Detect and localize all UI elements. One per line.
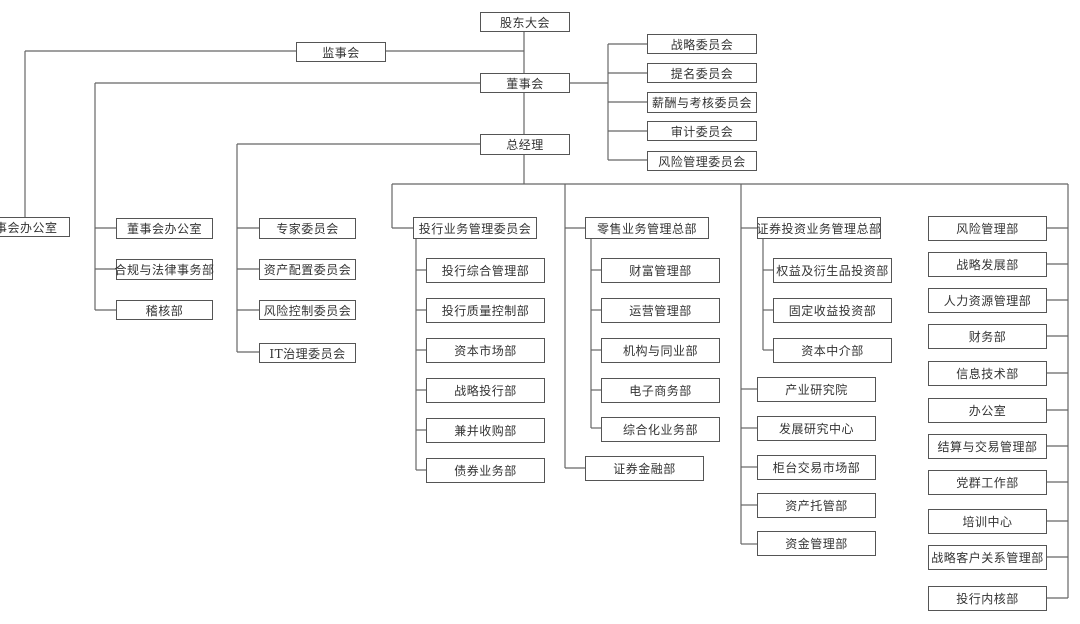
node-supervisory-office: 监事会办公室 xyxy=(0,217,70,237)
node-securities-extra: 资金管理部 xyxy=(757,531,876,556)
node-board-committee: 风险管理委员会 xyxy=(647,151,757,171)
node-retail-extra: 证券金融部 xyxy=(585,456,704,481)
node-gm-committee: 资产配置委员会 xyxy=(259,259,356,280)
node-securities-head: 证券投资业务管理总部 xyxy=(757,217,881,239)
node-securities-extra: 发展研究中心 xyxy=(757,416,876,441)
node-board-unit: 稽核部 xyxy=(116,300,213,320)
node-board-committee: 审计委员会 xyxy=(647,121,757,141)
node-support-dept: 战略发展部 xyxy=(928,252,1047,277)
node-ib-unit: 战略投行部 xyxy=(426,378,545,403)
node-support-dept: 财务部 xyxy=(928,324,1047,349)
node-support-dept: 人力资源管理部 xyxy=(928,288,1047,313)
node-retail-unit: 综合化业务部 xyxy=(601,417,720,442)
node-board-unit: 合规与法律事务部 xyxy=(115,259,214,280)
node-shareholders: 股东大会 xyxy=(480,12,570,32)
node-board-unit: 董事会办公室 xyxy=(116,218,213,239)
node-ib-unit: 投行质量控制部 xyxy=(426,298,545,323)
node-retail-unit: 运营管理部 xyxy=(601,298,720,323)
node-ib-unit: 兼并收购部 xyxy=(426,418,545,443)
node-retail-unit: 电子商务部 xyxy=(601,378,720,403)
node-gm-committee: IT治理委员会 xyxy=(259,343,356,363)
node-board-committee: 薪酬与考核委员会 xyxy=(647,92,757,113)
node-support-dept: 办公室 xyxy=(928,398,1047,423)
node-retail-head: 零售业务管理总部 xyxy=(585,217,709,239)
node-securities-unit: 固定收益投资部 xyxy=(773,298,892,323)
node-board: 董事会 xyxy=(480,73,570,93)
node-ib-head: 投行业务管理委员会 xyxy=(413,217,537,239)
node-securities-unit: 权益及衍生品投资部 xyxy=(773,258,892,283)
node-support-dept: 培训中心 xyxy=(928,509,1047,534)
node-support-dept: 党群工作部 xyxy=(928,470,1047,495)
node-board-committee: 提名委员会 xyxy=(647,63,757,83)
node-supervisory-board: 监事会 xyxy=(296,42,386,62)
node-support-dept: 投行内核部 xyxy=(928,586,1047,611)
node-support-dept: 信息技术部 xyxy=(928,361,1047,386)
node-support-dept: 战略客户关系管理部 xyxy=(928,545,1047,570)
node-securities-extra: 柜台交易市场部 xyxy=(757,455,876,480)
node-gm-committee: 风险控制委员会 xyxy=(259,300,356,320)
node-retail-unit: 财富管理部 xyxy=(601,258,720,283)
node-securities-extra: 资产托管部 xyxy=(757,493,876,518)
node-ib-unit: 资本市场部 xyxy=(426,338,545,363)
node-securities-unit: 资本中介部 xyxy=(773,338,892,363)
node-board-committee: 战略委员会 xyxy=(647,34,757,54)
node-general-manager: 总经理 xyxy=(480,134,570,155)
node-support-dept: 风险管理部 xyxy=(928,216,1047,241)
node-ib-unit: 投行综合管理部 xyxy=(426,258,545,283)
node-support-dept: 结算与交易管理部 xyxy=(928,434,1047,459)
node-securities-extra: 产业研究院 xyxy=(757,377,876,402)
node-ib-unit: 债券业务部 xyxy=(426,458,545,483)
node-gm-committee: 专家委员会 xyxy=(259,218,356,239)
node-retail-unit: 机构与同业部 xyxy=(601,338,720,363)
